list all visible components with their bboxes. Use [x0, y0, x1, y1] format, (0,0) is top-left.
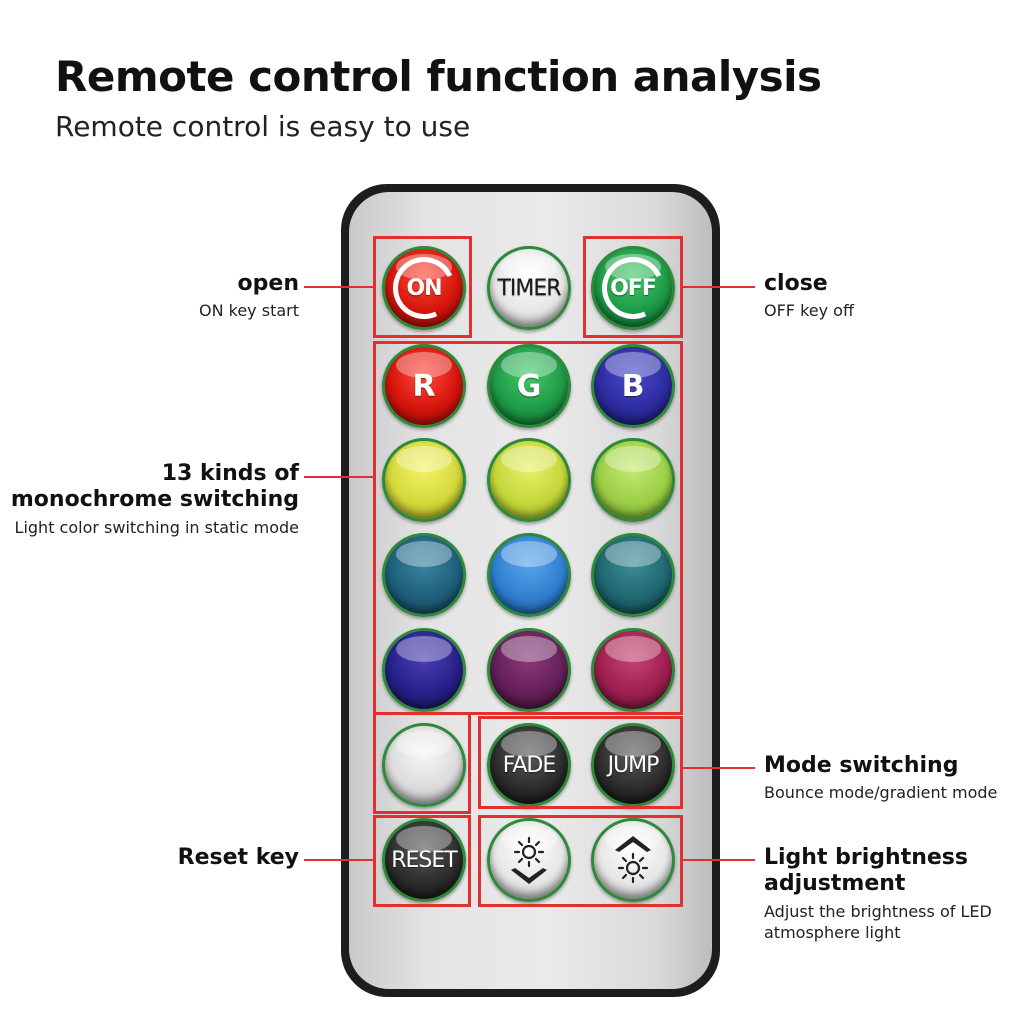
close-callout-heading: close: [764, 271, 828, 296]
brightness-callout: Light brightness adjustment Adjust the b…: [764, 845, 992, 943]
fade-button[interactable]: FADE: [487, 723, 571, 807]
green-button[interactable]: G: [487, 344, 571, 428]
page-subtitle: Remote control is easy to use: [55, 110, 471, 143]
reset-callout-heading: Reset key: [177, 845, 299, 870]
reset-button[interactable]: RESET: [382, 818, 466, 902]
jump-button-label: JUMP: [607, 752, 660, 778]
off-button[interactable]: OFF: [591, 246, 675, 330]
mono-callout-heading-2: monochrome switching: [10, 487, 299, 513]
close-connector-line: [683, 286, 755, 288]
sun-down-arrow-icon: [511, 836, 547, 884]
brightness-callout-desc-2: atmosphere light: [764, 922, 901, 942]
color-button-raspberry[interactable]: [591, 628, 675, 712]
brightness-callout-heading-1: Light brightness: [764, 845, 968, 870]
brightness-down-button[interactable]: [487, 818, 571, 902]
brightness-connector-line: [683, 859, 755, 861]
timer-button-label: TIMER: [497, 275, 561, 301]
close-callout: close OFF key off: [764, 271, 854, 322]
off-button-label: OFF: [610, 275, 657, 301]
brightness-up-button[interactable]: [591, 818, 675, 902]
reset-highlight-box: [373, 815, 471, 907]
color-button-light-green[interactable]: [591, 438, 675, 522]
mono-connector-line: [304, 476, 374, 478]
reset-callout: Reset key: [178, 845, 299, 871]
color-button-teal[interactable]: [382, 533, 466, 617]
page-title: Remote control function analysis: [55, 52, 822, 101]
blue-button-label: B: [621, 368, 645, 404]
color-button-white[interactable]: [382, 723, 466, 807]
mode-callout-desc: Bounce mode/gradient mode: [764, 783, 998, 803]
jump-button[interactable]: JUMP: [591, 723, 675, 807]
blue-button[interactable]: B: [591, 344, 675, 428]
color-button-dark-cyan[interactable]: [591, 533, 675, 617]
fade-button-label: FADE: [502, 752, 557, 778]
open-connector-line: [304, 286, 374, 288]
color-button-yellow[interactable]: [382, 438, 466, 522]
on-highlight-box: [373, 236, 472, 338]
mode-callout-heading: Mode switching: [764, 753, 959, 778]
color-button-lime[interactable]: [487, 438, 571, 522]
brightness-highlight-box: [478, 815, 683, 907]
mono-callout-heading-1: 13 kinds of: [161, 461, 299, 486]
color-button-sky-blue[interactable]: [487, 533, 571, 617]
open-callout: open ON key start: [199, 271, 299, 322]
color-highlight-box-upper: [373, 341, 683, 715]
close-callout-desc: OFF key off: [764, 301, 854, 321]
reset-connector-line: [304, 859, 374, 861]
reset-button-label: RESET: [391, 847, 457, 873]
red-button-label: R: [412, 368, 436, 404]
on-button-label: ON: [406, 275, 442, 301]
mode-callout: Mode switching Bounce mode/gradient mode: [764, 753, 997, 804]
mono-callout-desc: Light color switching in static mode: [14, 517, 299, 537]
mono-callout: 13 kinds of monochrome switching Light c…: [11, 461, 299, 539]
off-highlight-box: [583, 236, 683, 338]
sun-up-arrow-icon: [615, 836, 651, 884]
green-button-label: G: [516, 368, 542, 404]
color-button-plum[interactable]: [487, 628, 571, 712]
timer-button[interactable]: TIMER: [487, 246, 571, 330]
open-callout-heading: open: [237, 271, 299, 296]
color-highlight-box-lower: [373, 712, 471, 814]
red-button[interactable]: R: [382, 344, 466, 428]
brightness-callout-heading-2: adjustment: [764, 871, 906, 897]
color-button-indigo[interactable]: [382, 628, 466, 712]
mode-connector-line: [683, 767, 755, 769]
open-callout-desc: ON key start: [198, 301, 299, 321]
on-button[interactable]: ON: [382, 246, 466, 330]
mode-highlight-box: [478, 716, 683, 809]
brightness-callout-desc-1: Adjust the brightness of LED: [764, 901, 992, 921]
